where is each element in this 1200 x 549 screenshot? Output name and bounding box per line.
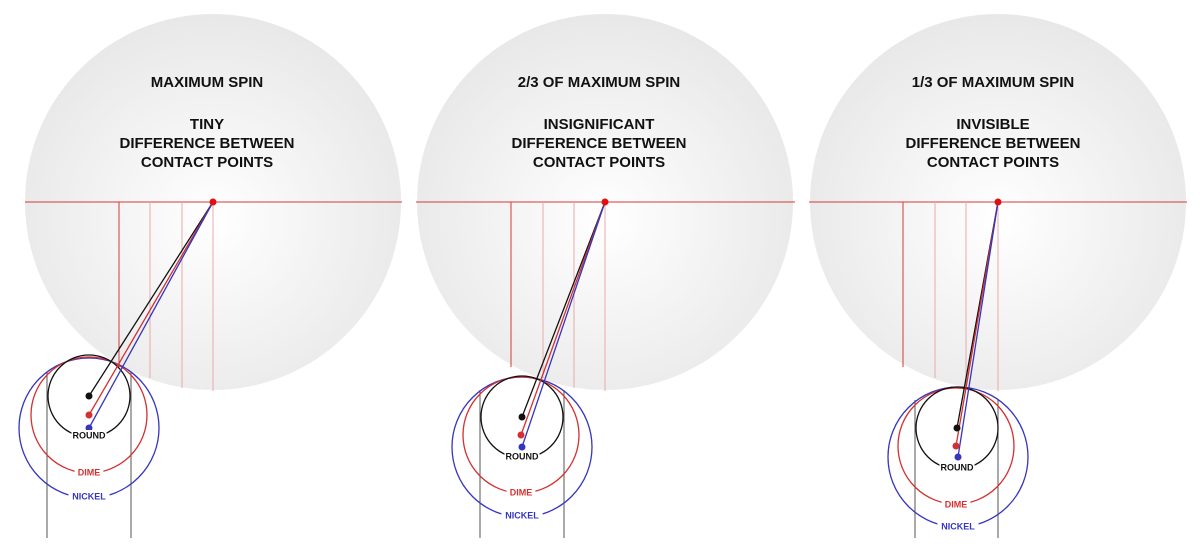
svg-text:DIME: DIME — [78, 467, 101, 477]
svg-text:NICKEL: NICKEL — [941, 521, 975, 531]
dime-center-dot — [952, 442, 960, 450]
panel-title: 2/3 OF MAXIMUM SPIN — [518, 74, 681, 91]
contact-point-dot — [601, 198, 609, 206]
nickel-label: NICKEL — [68, 491, 110, 503]
panel-desc-line-3: CONTACT POINTS — [533, 154, 665, 171]
panel-desc-line-1: INVISIBLE — [956, 116, 1029, 133]
svg-text:ROUND: ROUND — [941, 462, 974, 472]
panel-desc-line-2: DIFFERENCE BETWEEN — [511, 135, 686, 152]
svg-text:NICKEL: NICKEL — [505, 510, 539, 520]
nickel-label: NICKEL — [501, 510, 543, 522]
round-radius-line — [521, 201, 606, 418]
panel-desc-line-2: DIFFERENCE BETWEEN — [905, 135, 1080, 152]
svg-text:NICKEL: NICKEL — [72, 491, 106, 501]
round-label: ROUND — [71, 430, 107, 442]
dime-label: DIME — [506, 487, 536, 499]
panel-desc-line-2: DIFFERENCE BETWEEN — [119, 135, 294, 152]
round-center-dot — [85, 392, 93, 400]
round-label: ROUND — [939, 462, 975, 474]
panel-desc-line-3: CONTACT POINTS — [927, 154, 1059, 171]
panel-title: 1/3 OF MAXIMUM SPIN — [912, 74, 1075, 91]
panel-desc-line-1: INSIGNIFICANT — [544, 116, 655, 133]
dime-radius-line — [88, 201, 214, 416]
panel-desc-line-1: TINY — [190, 116, 224, 133]
round-center-dot — [518, 413, 526, 421]
dime-center-dot — [517, 431, 525, 439]
contact-guides — [118, 202, 214, 391]
panel-desc-line-3: CONTACT POINTS — [141, 154, 273, 171]
round-radius-line — [88, 201, 214, 397]
svg-text:ROUND: ROUND — [73, 430, 106, 440]
svg-text:DIME: DIME — [945, 499, 968, 509]
nickel-center-dot — [85, 424, 93, 432]
contact-point-dot — [994, 198, 1002, 206]
contact-guides — [902, 202, 999, 391]
contact-point-dot — [209, 198, 217, 206]
dime-label: DIME — [941, 499, 971, 511]
nickel-radius-line — [88, 201, 214, 429]
panel-maximum-spin: MAXIMUM SPIN TINY DIFFERENCE BETWEEN CON… — [18, 14, 402, 538]
panel-one-third-spin: 1/3 OF MAXIMUM SPIN INVISIBLE DIFFERENCE… — [809, 14, 1187, 538]
nickel-center-dot — [518, 443, 526, 451]
dime-label: DIME — [74, 467, 104, 479]
svg-text:ROUND: ROUND — [506, 451, 539, 461]
svg-text:DIME: DIME — [510, 487, 533, 497]
nickel-radius-line — [957, 201, 999, 458]
round-label: ROUND — [504, 451, 540, 463]
panel-title: MAXIMUM SPIN — [151, 74, 264, 91]
nickel-center-dot — [954, 453, 962, 461]
nickel-radius-line — [521, 201, 606, 448]
round-center-dot — [953, 424, 961, 432]
post-lines — [479, 390, 565, 538]
dime-radius-line — [520, 201, 606, 436]
panel-two-thirds-spin: 2/3 OF MAXIMUM SPIN INSIGNIFICANT DIFFER… — [416, 14, 795, 538]
dime-center-dot — [85, 411, 93, 419]
nickel-label: NICKEL — [937, 521, 979, 533]
